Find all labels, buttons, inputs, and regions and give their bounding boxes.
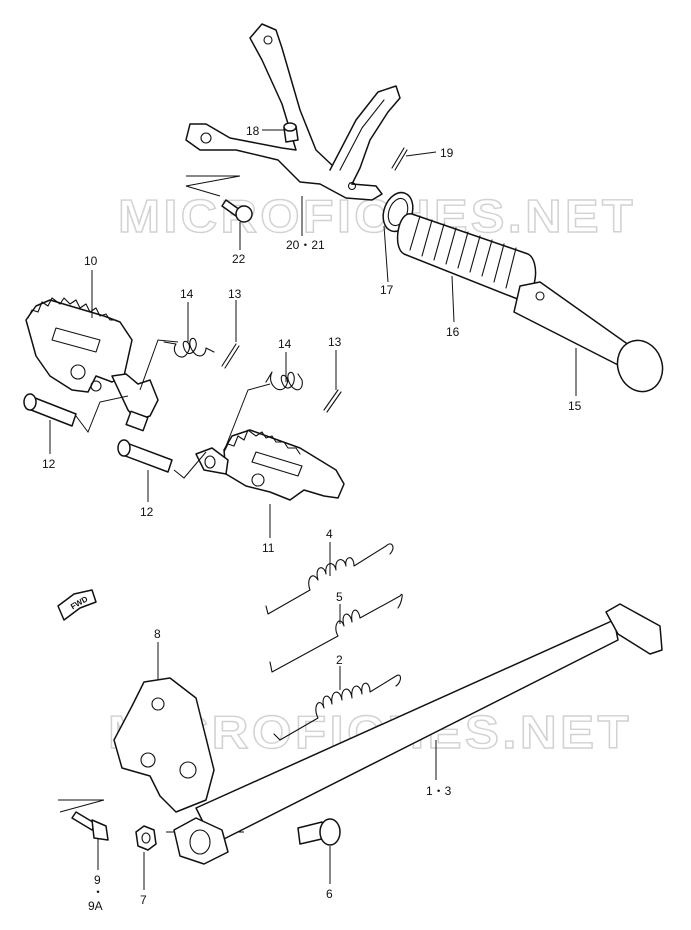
cotter-pin-19[interactable] xyxy=(391,147,408,171)
callout-17: 17 xyxy=(380,283,394,297)
callout-5: 5 xyxy=(336,590,343,604)
rear-footrest-bracket[interactable] xyxy=(185,23,401,201)
callout-8: 8 xyxy=(154,627,161,641)
footrest-11[interactable] xyxy=(195,429,345,501)
callout-14b: 14 xyxy=(278,337,292,351)
footrest-10[interactable] xyxy=(25,297,159,432)
callout-15: 15 xyxy=(568,399,582,413)
cotter-pin-13a[interactable] xyxy=(221,343,240,369)
callout-20-21: 20・21 xyxy=(286,238,325,252)
bolt-9[interactable] xyxy=(71,811,109,841)
callout-19: 19 xyxy=(440,146,454,160)
nut-7[interactable] xyxy=(135,825,157,851)
bracket-8[interactable] xyxy=(113,677,215,813)
pin-12a[interactable] xyxy=(23,393,77,427)
spring-5[interactable] xyxy=(269,593,403,673)
bolt-22[interactable] xyxy=(221,199,253,223)
callout-13a: 13 xyxy=(228,287,242,301)
leader-lines xyxy=(49,129,577,890)
cotter-pin-13b[interactable] xyxy=(323,389,342,413)
callout-9-dot: ・ xyxy=(92,885,104,899)
callout-7: 7 xyxy=(140,893,147,907)
callout-16: 16 xyxy=(446,325,460,339)
footrest-rubber-16[interactable] xyxy=(396,213,537,301)
spring-2[interactable] xyxy=(273,674,402,741)
bolt-6[interactable] xyxy=(297,818,341,846)
callout-6: 6 xyxy=(326,887,333,901)
callout-14a: 14 xyxy=(180,287,194,301)
pin-12b[interactable] xyxy=(117,439,173,473)
callout-2: 2 xyxy=(336,653,343,667)
spring-4[interactable] xyxy=(265,543,394,615)
callout-18: 18 xyxy=(246,124,260,138)
footrest-spring-14a[interactable] xyxy=(163,337,215,358)
callout-13b: 13 xyxy=(328,335,342,349)
callout-labels: 18 19 20・21 22 17 16 15 10 14 13 14 13 1… xyxy=(42,124,582,913)
callout-1-3: 1・3 xyxy=(426,784,452,798)
callout-9a: 9A xyxy=(88,899,103,913)
fwd-arrow: FWD xyxy=(57,589,97,621)
footrest-spring-14b[interactable] xyxy=(265,371,303,391)
callout-4: 4 xyxy=(326,527,333,541)
bolt-18[interactable] xyxy=(283,122,299,143)
callout-22: 22 xyxy=(232,252,246,266)
callout-12a: 12 xyxy=(42,457,56,471)
callout-11: 11 xyxy=(262,541,275,555)
callout-12b: 12 xyxy=(140,505,154,519)
callout-10: 10 xyxy=(84,254,98,268)
footrest-peg-15[interactable] xyxy=(513,281,670,398)
side-stand-1-3[interactable] xyxy=(173,603,663,865)
callout-9: 9 xyxy=(94,873,101,887)
